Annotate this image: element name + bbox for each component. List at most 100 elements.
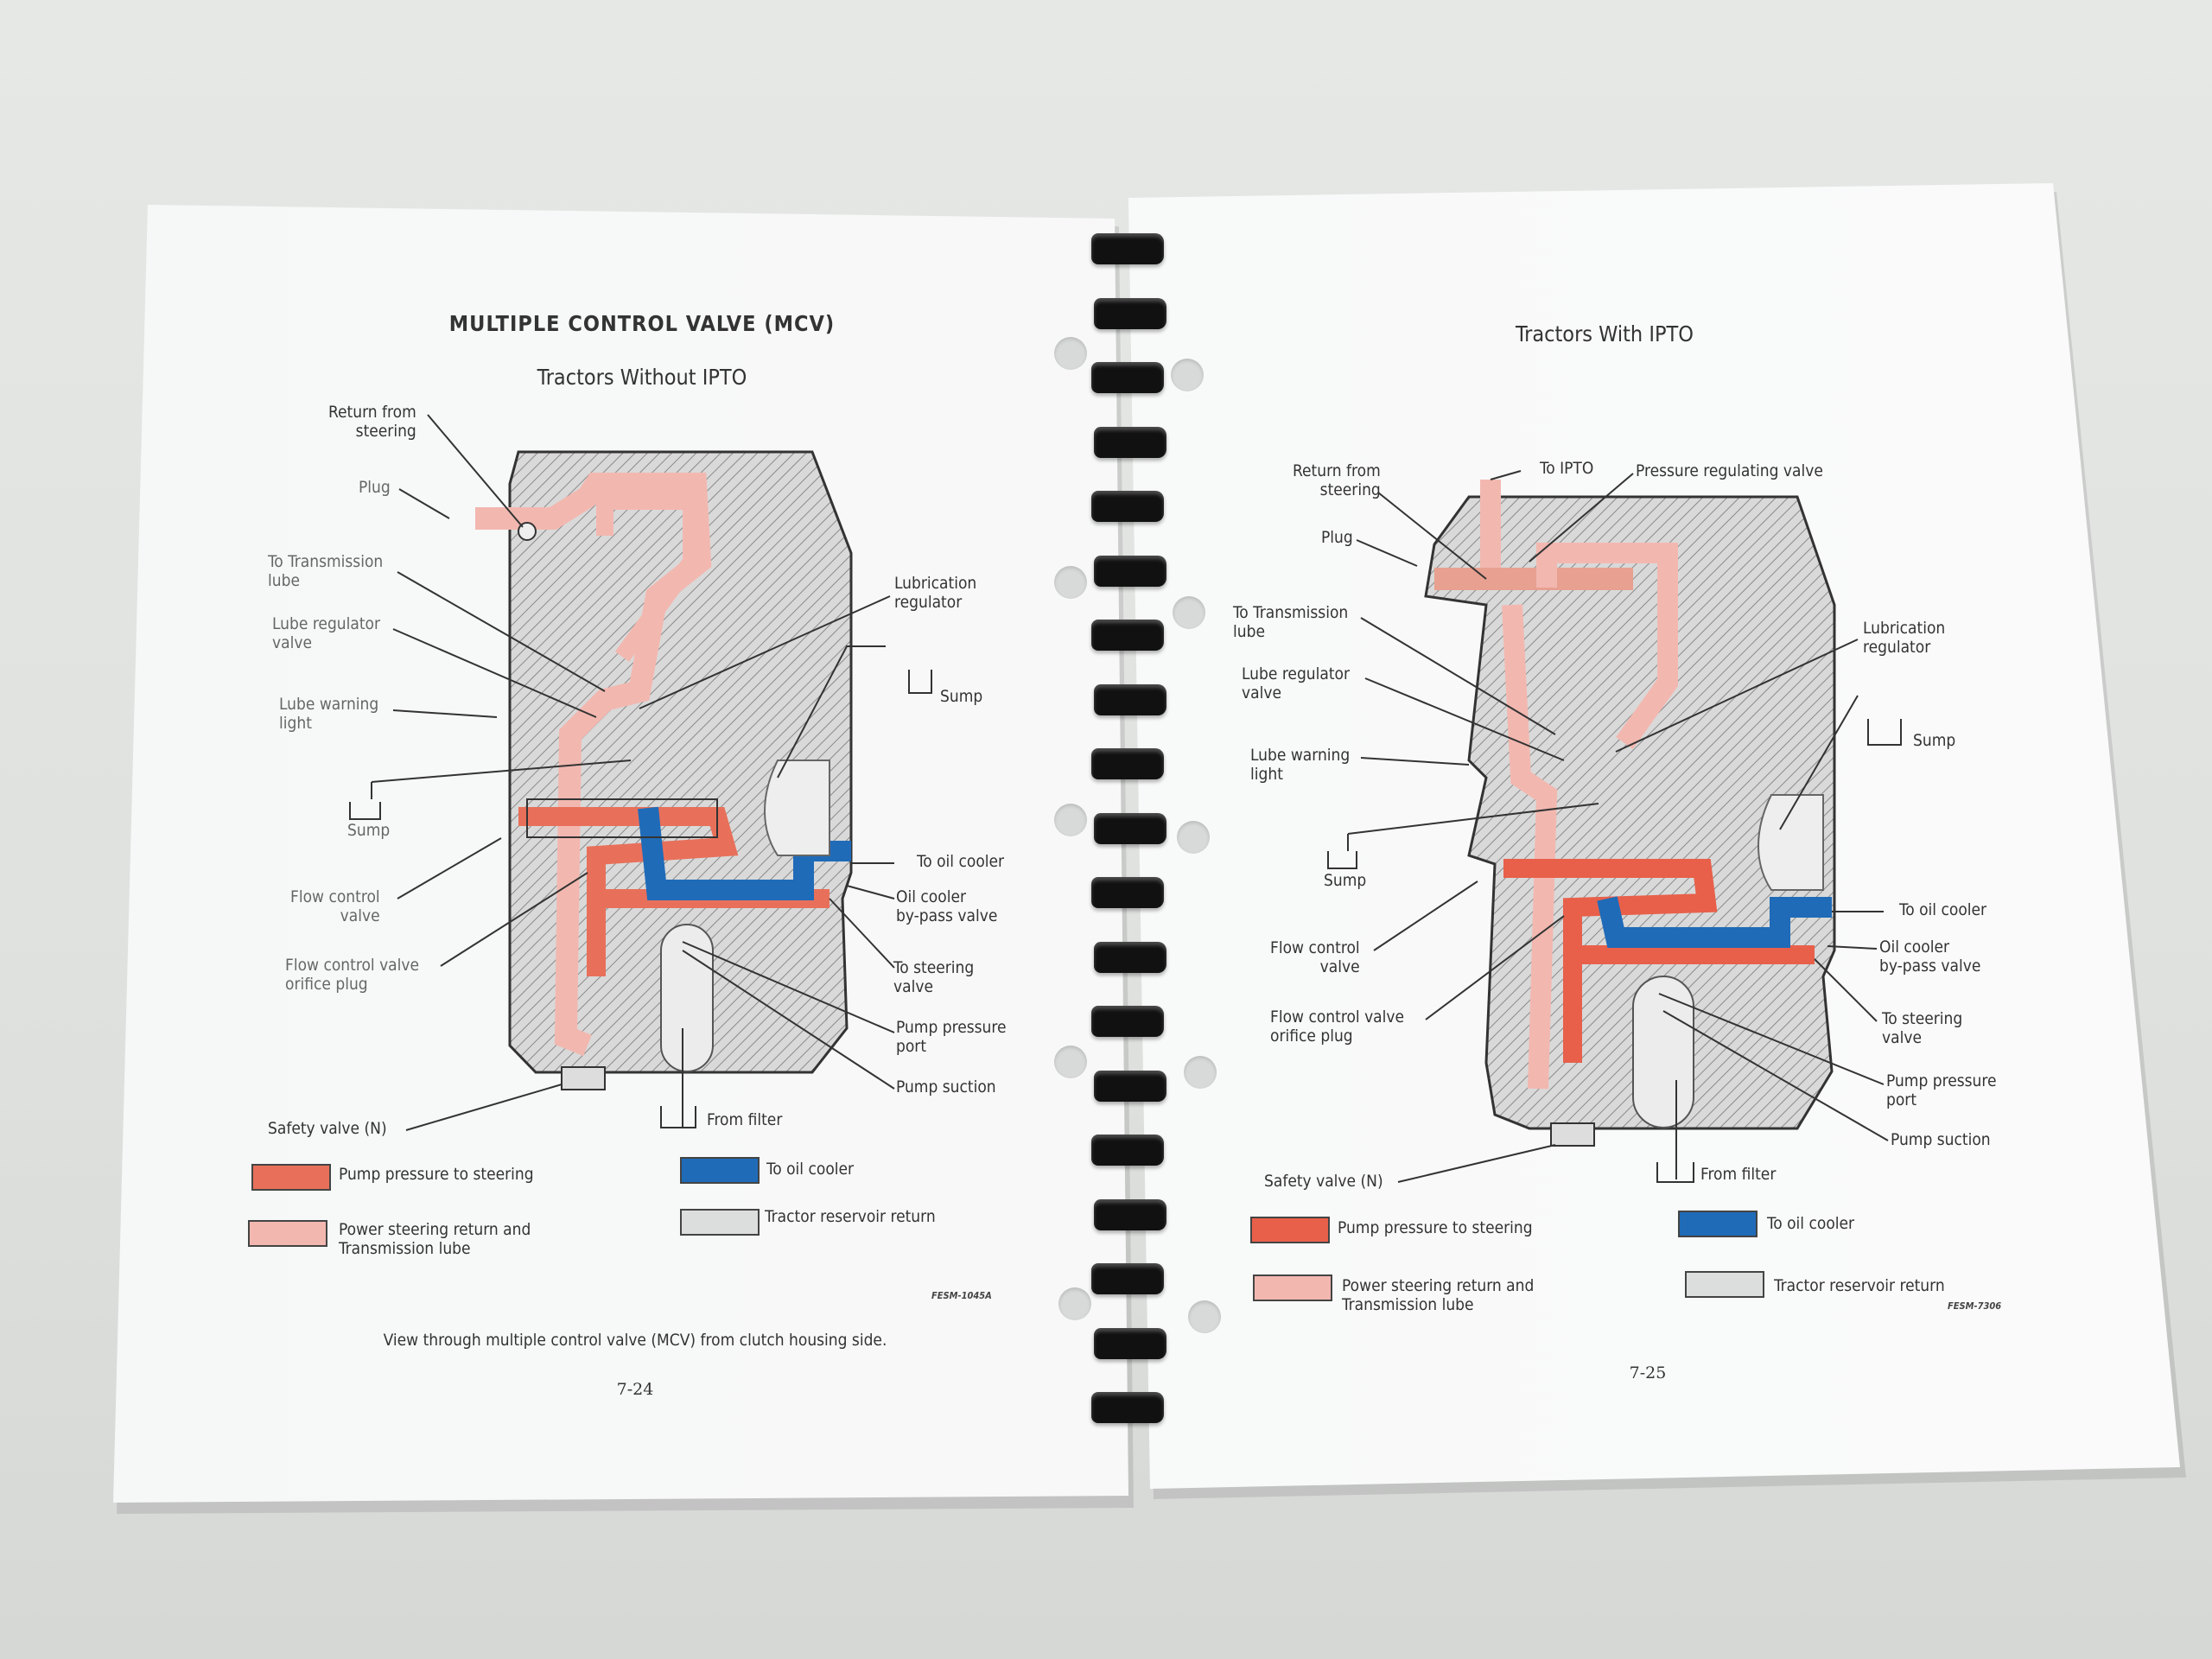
- label-line: steering: [355, 422, 416, 441]
- left-page-title: MULTIPLE CONTROL VALVE (MCV): [448, 311, 836, 336]
- binding-loop: [1094, 297, 1166, 329]
- label-line: lube: [1233, 622, 1265, 641]
- label-from-filter: From filter: [1700, 1165, 1777, 1184]
- legend-swatch-cooler: [680, 1157, 760, 1184]
- label-line: steering: [1319, 480, 1381, 499]
- label-safety-valve: Safety valve (N): [1264, 1172, 1383, 1191]
- label-line: by-pass valve: [896, 906, 998, 925]
- right-page-subtitle: Tractors With IPTO: [1516, 321, 1694, 346]
- label-line: regulator: [1863, 638, 1931, 657]
- punch-hole: [1054, 804, 1087, 836]
- label-line: valve: [340, 906, 380, 925]
- safety-valve-nut: [561, 1066, 606, 1090]
- binding-loop: [1094, 555, 1166, 587]
- label-line: To steering: [893, 958, 975, 977]
- return-loop: [596, 493, 700, 662]
- legend-label-pressure: Pump pressure to steering: [339, 1165, 534, 1184]
- label-from-filter: From filter: [707, 1110, 783, 1129]
- label-line: Lubrication: [894, 574, 977, 593]
- binding-loop: [1091, 748, 1164, 779]
- figure-code-right: FESM-7306: [1948, 1300, 2002, 1312]
- label-sump-right: Sump: [1913, 731, 1956, 750]
- label-line: valve: [1319, 957, 1360, 976]
- label-line: lube: [268, 571, 300, 590]
- label-pump-suction: Pump suction: [1891, 1130, 1991, 1149]
- label-line: Transmission lube: [1342, 1295, 1474, 1314]
- label-line: Lube regulator: [1242, 664, 1351, 683]
- label-line: Oil cooler: [1879, 938, 1949, 957]
- binding-loop: [1091, 1392, 1164, 1423]
- right-leader-lines: [1327, 470, 1902, 1183]
- safety-valve-nut: [1550, 1122, 1595, 1147]
- left-page-subtitle: Tractors Without IPTO: [537, 365, 747, 390]
- binding-loop: [1091, 233, 1164, 264]
- punch-hole: [1188, 1300, 1221, 1333]
- figure-code-left: FESM-1045A: [931, 1290, 992, 1301]
- binding-loop: [1091, 362, 1164, 393]
- punch-hole: [1173, 596, 1205, 629]
- reservoir-passage: [1758, 794, 1824, 891]
- label-line: Flow control valve: [1270, 1007, 1405, 1027]
- label-line: To steering: [1882, 1009, 1963, 1028]
- label-line: Oil cooler: [896, 887, 966, 906]
- label-line: Flow control: [290, 887, 380, 906]
- binding-loop: [1094, 426, 1166, 458]
- label-sump-left: Sump: [1324, 871, 1367, 890]
- legend-swatch-return: [1253, 1274, 1332, 1301]
- label-line: Power steering return and: [1342, 1276, 1535, 1295]
- label-line: Pump pressure: [896, 1018, 1007, 1037]
- label-line: Flow control valve: [285, 956, 420, 975]
- caption: View through multiple control valve (MCV…: [383, 1331, 887, 1350]
- label-line: orifice plug: [285, 975, 368, 994]
- page-number-left: 7-24: [616, 1380, 654, 1399]
- legend-swatch-cooler: [1678, 1211, 1758, 1237]
- label-line: light: [1250, 765, 1283, 784]
- binding-loop: [1091, 1006, 1164, 1037]
- label-line: regulator: [894, 593, 963, 612]
- label-line: Lube warning: [1250, 746, 1351, 765]
- label-plug: Plug: [359, 478, 391, 497]
- legend-swatch-pressure: [1250, 1217, 1330, 1243]
- label-line: Return from: [328, 403, 416, 422]
- label-line: port: [1886, 1090, 1917, 1109]
- label-line: port: [896, 1037, 927, 1056]
- legend-swatch-pressure: [251, 1164, 331, 1191]
- binding-loop: [1091, 620, 1164, 651]
- label-line: valve: [1242, 683, 1281, 702]
- label-line: Power steering return and: [339, 1220, 531, 1239]
- label-to-oil-cooler: To oil cooler: [917, 852, 1005, 871]
- binding-loop: [1094, 1198, 1166, 1230]
- binding-loop: [1091, 877, 1164, 908]
- label-line: To Transmission: [1233, 603, 1349, 622]
- label-line: valve: [1882, 1028, 1922, 1047]
- punch-hole: [1058, 1287, 1091, 1320]
- label-to-oil-cooler: To oil cooler: [1899, 900, 1987, 919]
- label-to-ipto: To IPTO: [1540, 459, 1594, 478]
- binding-loop: [1094, 1327, 1166, 1359]
- punch-hole: [1184, 1056, 1217, 1089]
- page-number-right: 7-25: [1629, 1363, 1667, 1382]
- binding-loop: [1091, 491, 1164, 522]
- label-sump-right: Sump: [940, 687, 983, 706]
- binding-loop: [1094, 812, 1166, 844]
- label-line: Lubrication: [1863, 619, 1946, 638]
- binding-loop: [1094, 1070, 1166, 1102]
- binding-loop: [1094, 683, 1166, 715]
- binding-loop: [1091, 1263, 1164, 1294]
- binding-loop: [1094, 941, 1166, 973]
